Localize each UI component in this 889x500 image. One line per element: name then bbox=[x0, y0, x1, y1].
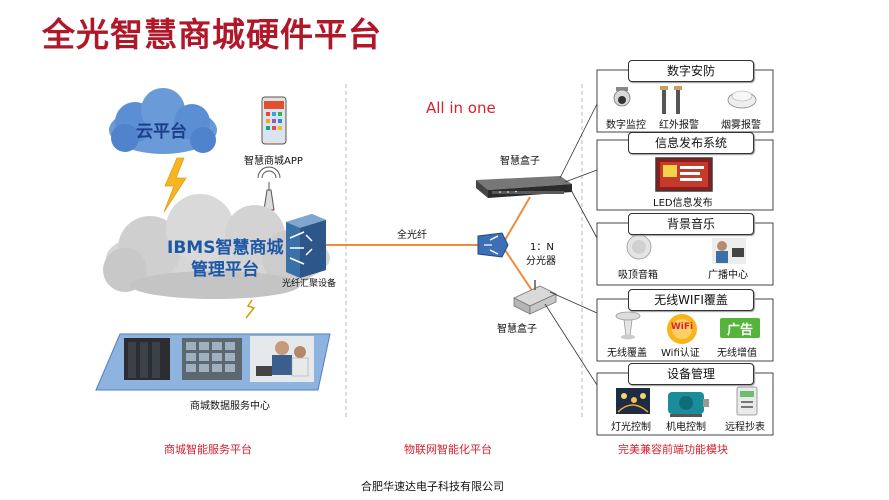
module-title-info: 信息发布系统 bbox=[628, 132, 754, 154]
wifi-badge-text: WiFi bbox=[670, 322, 694, 332]
device-label-light: 灯光控制 bbox=[611, 422, 651, 433]
ibms-title-line1: IBMS智慧商城 bbox=[167, 238, 284, 258]
smart-box-bottom-icon bbox=[513, 280, 557, 315]
app-label: 智慧商城APP bbox=[244, 156, 303, 167]
fiber-label: 全光纤 bbox=[397, 230, 427, 241]
module-connectors bbox=[544, 103, 598, 386]
splitter-label: 分光器 bbox=[526, 256, 556, 267]
device-label-infrared: 红外报警 bbox=[659, 120, 699, 131]
ceiling-speaker-icon bbox=[626, 234, 652, 260]
camera-icon bbox=[613, 87, 631, 107]
fiber-aggregation-icon bbox=[286, 214, 326, 278]
device-label-speaker: 吸顶音箱 bbox=[618, 270, 658, 281]
led-display-icon bbox=[655, 157, 713, 192]
smoke-detector-icon bbox=[727, 90, 757, 109]
footer-right-label: 完美兼容前端功能模块 bbox=[618, 443, 728, 456]
motor-control-icon bbox=[668, 392, 709, 417]
device-label-wifi-auth: Wifi认证 bbox=[661, 348, 700, 359]
device-label-broadcast: 广播中心 bbox=[708, 270, 748, 281]
module-title-device: 设备管理 bbox=[628, 363, 754, 385]
lightning-icon bbox=[163, 157, 187, 213]
device-label-led: LED信息发布 bbox=[653, 198, 713, 209]
broadcast-center-icon bbox=[712, 238, 746, 264]
infrared-sensor-icon bbox=[660, 86, 682, 114]
fiber-line-up bbox=[504, 196, 531, 241]
splitter-ratio-label: 1：N bbox=[530, 242, 554, 253]
splitter-icon bbox=[477, 232, 509, 258]
smart-box-top-label: 智慧盒子 bbox=[500, 156, 540, 167]
data-center-platform bbox=[95, 333, 331, 391]
ad-badge-icon bbox=[720, 318, 760, 338]
module-title-security: 数字安防 bbox=[628, 60, 754, 82]
phone-app-icon bbox=[261, 96, 287, 145]
company-name: 合肥华速达电子科技有限公司 bbox=[361, 480, 504, 493]
meter-reading-icon bbox=[736, 386, 758, 416]
device-label-camera: 数字监控 bbox=[606, 120, 646, 131]
device-label-smoke: 烟雾报警 bbox=[721, 120, 761, 131]
smart-box-top-icon bbox=[476, 176, 572, 198]
ad-badge-text: 广告 bbox=[726, 323, 753, 338]
module-title-wifi: 无线WIFI覆盖 bbox=[628, 289, 754, 311]
fiber-line-down bbox=[504, 249, 536, 296]
module-title-music: 背景音乐 bbox=[628, 213, 754, 235]
device-label-ap: 无线覆盖 bbox=[607, 348, 647, 359]
page-title: 全光智慧商城硬件平台 bbox=[42, 15, 382, 54]
wireless-ap-icon bbox=[615, 311, 641, 340]
wireless-antenna-icon bbox=[257, 166, 281, 211]
smart-box-bottom-label: 智慧盒子 bbox=[497, 324, 537, 335]
wifi-auth-icon bbox=[667, 314, 697, 344]
wireless-link-icon bbox=[245, 299, 256, 319]
cloud-platform-icon bbox=[109, 88, 217, 154]
device-label-wifi-value: 无线增值 bbox=[717, 348, 757, 359]
data-center-label: 商城数据服务中心 bbox=[190, 401, 270, 412]
aggregation-label: 光纤汇聚设备 bbox=[282, 279, 337, 289]
cloud-platform-label: 云平台 bbox=[136, 122, 187, 142]
device-label-motor: 机电控制 bbox=[666, 422, 706, 433]
footer-left-label: 商城智能服务平台 bbox=[164, 443, 252, 456]
device-label-meter: 远程抄表 bbox=[725, 422, 765, 433]
light-control-icon bbox=[616, 388, 650, 414]
all-in-one-label: All in one bbox=[426, 99, 496, 117]
ibms-title-line2: 管理平台 bbox=[191, 260, 259, 280]
footer-middle-label: 物联网智能化平台 bbox=[404, 443, 492, 456]
